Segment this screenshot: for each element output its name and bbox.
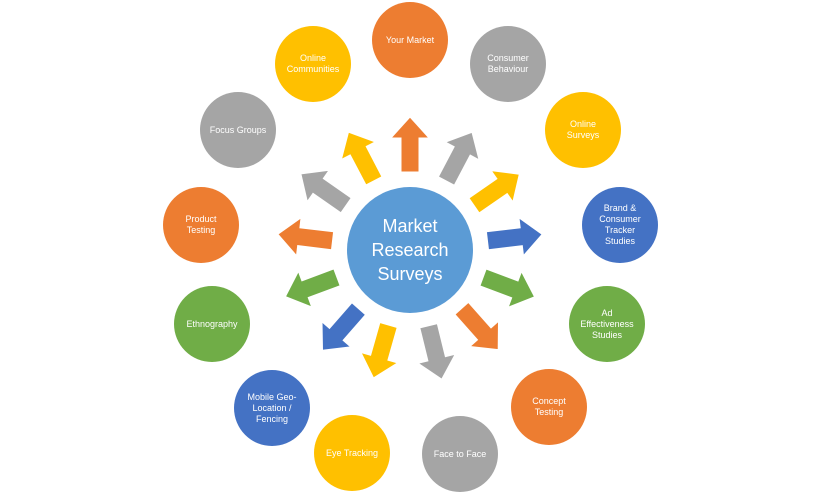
arrow-to-online-surveys [468, 169, 520, 214]
node-your-market: Your Market [372, 2, 448, 78]
node-product-testing: Product Testing [163, 187, 239, 263]
arrow-to-consumer-behaviour [437, 131, 480, 186]
node-ad-effectiveness: Ad Effectiveness Studies [569, 286, 645, 362]
arrow-to-face-to-face [416, 322, 457, 380]
node-concept-testing: Concept Testing [511, 369, 587, 445]
arrow-to-eye-tracking [360, 321, 399, 379]
arrow-to-your-market [389, 116, 431, 173]
arrow-to-concept-testing [454, 301, 500, 351]
node-ethnography: Ethnography [174, 286, 250, 362]
node-brand-consumer-tracker: Brand & Consumer Tracker Studies [582, 187, 658, 263]
arrow-to-focus-groups [300, 169, 352, 214]
center-circle-market-research-surveys: Market Research Surveys [347, 187, 473, 313]
arrow-to-mobile-geo-location [321, 302, 367, 351]
arrow-to-online-communities [340, 131, 383, 186]
node-consumer-behaviour: Consumer Behaviour [470, 26, 546, 102]
node-online-surveys: Online Surveys [545, 92, 621, 168]
node-eye-tracking: Eye Tracking [314, 415, 390, 491]
node-mobile-geo-location: Mobile Geo- Location / Fencing [234, 370, 310, 446]
arrow-to-brand-consumer-tracker [485, 216, 543, 257]
arrow-to-product-testing [277, 216, 335, 257]
arrow-to-ad-effectiveness [479, 268, 536, 309]
arrow-to-ethnography [284, 268, 341, 308]
node-focus-groups: Focus Groups [200, 92, 276, 168]
node-online-communities: Online Communities [275, 26, 351, 102]
node-face-to-face: Face to Face [422, 416, 498, 492]
